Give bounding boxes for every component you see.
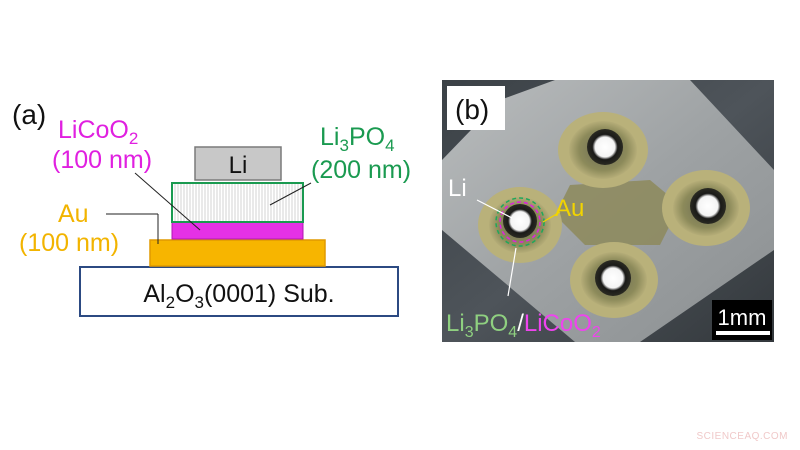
licoo2-label: LiCoO2	[58, 116, 138, 148]
photo-stack-label: Li3PO4/LiCoO2	[446, 310, 601, 341]
watermark: SCIENCEAQ.COM	[696, 431, 788, 442]
scale-bar-line	[716, 331, 770, 335]
electrode-pad-bottom	[570, 242, 658, 318]
panel-b: (b) Li Au Li3PO4/LiCoO2 1mm	[442, 80, 774, 342]
licoo2-layer	[171, 221, 304, 240]
panel-b-tag: (b)	[455, 94, 489, 125]
substrate-label: Al2O3(0001) Sub.	[143, 280, 334, 312]
li-layer-label: Li	[229, 152, 248, 179]
substrate-box	[79, 266, 399, 317]
electrode-pad-left	[478, 187, 562, 263]
au-thickness: (100 nm)	[19, 229, 119, 257]
panel-a-tag: (a)	[12, 99, 46, 130]
licoo2-ring	[499, 201, 541, 243]
licoo2-leader-line	[134, 172, 201, 231]
panel-a: (a) Al2O3(0001) Sub. Li LiCoO2 (100 nm) …	[12, 99, 411, 317]
photo-au-leader	[542, 211, 561, 223]
au-label: Au	[58, 200, 89, 228]
electrode-pad-top	[558, 112, 648, 188]
li3po4-label: Li3PO4	[320, 123, 395, 155]
photo-stack-leader	[507, 247, 517, 297]
scale-bar-label: 1mm	[718, 305, 767, 330]
panel-b-tag-box	[447, 86, 505, 130]
li3po4-leader-line	[269, 182, 312, 206]
au-layer	[149, 239, 326, 267]
li3po4-layer	[171, 182, 304, 223]
gold-trace	[555, 180, 680, 245]
li-layer	[194, 146, 282, 181]
electrode-pad-right	[662, 170, 750, 246]
licoo2-thickness: (100 nm)	[52, 146, 152, 174]
li3po4-thickness: (200 nm)	[311, 156, 411, 184]
photo-li-leader	[476, 199, 513, 219]
photo-li-label: Li	[448, 175, 467, 202]
photo-au-label: Au	[555, 195, 584, 222]
